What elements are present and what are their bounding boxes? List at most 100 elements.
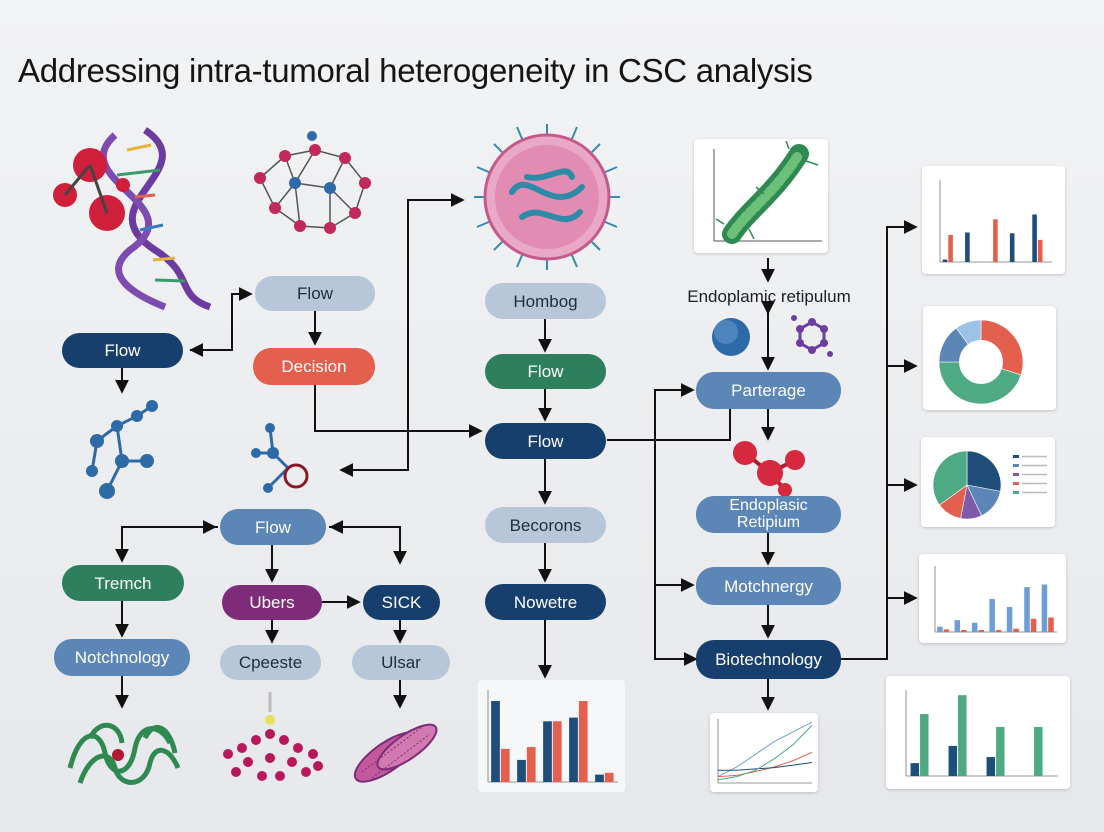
line-series <box>717 725 813 781</box>
molecule-small-illustration <box>251 423 309 493</box>
bar-mark <box>993 219 998 262</box>
dna-illustration <box>53 127 212 311</box>
node-endoplasic-line2: Retipium <box>736 514 801 531</box>
line-chart <box>717 719 813 784</box>
line-series <box>718 762 813 771</box>
bar-mark <box>517 759 526 782</box>
node-notchnology[interactable]: Notchnology <box>54 639 190 676</box>
bar-mark <box>578 701 588 782</box>
diagram-title: Addressing intra-tumoral heterogeneity i… <box>18 52 813 89</box>
node-becorons[interactable]: Becorons <box>485 507 606 543</box>
bar-mark <box>948 234 953 262</box>
bar-mark <box>954 620 961 632</box>
bar-mark <box>995 630 1002 632</box>
bar-mark <box>961 630 967 632</box>
beads-illustration <box>223 692 323 781</box>
bar-mark <box>1030 618 1037 632</box>
node-decision[interactable]: Decision <box>253 348 375 385</box>
line-series <box>717 721 813 778</box>
node-flow-top[interactable]: Flow <box>255 276 375 311</box>
line-series <box>717 751 813 778</box>
node-hombog[interactable]: Hombog <box>485 283 606 319</box>
molecule-left-illustration <box>86 400 158 499</box>
node-sick[interactable]: SICK <box>363 585 440 620</box>
connector-to-molecule <box>339 430 409 477</box>
bar-mark <box>942 259 948 262</box>
bar-mark <box>1013 628 1019 632</box>
node-endoplasic-retipium[interactable]: Endoplasic Retipium <box>696 496 841 533</box>
node-motchnergy[interactable]: Motchnergy <box>696 567 841 605</box>
node-ubers[interactable]: Ubers <box>222 585 322 620</box>
donut-chart-1 <box>938 319 1024 405</box>
connector-flowcenter-parterage <box>607 409 731 441</box>
bar-mark <box>943 629 950 632</box>
bar-mark <box>1034 726 1043 776</box>
pie-slice <box>966 450 1002 492</box>
bar-mark <box>996 726 1005 776</box>
bar-mark <box>978 630 985 632</box>
connector-flowtop-flowleft <box>189 330 233 357</box>
bar-chart-2 <box>934 566 1057 633</box>
pie-chart-2 <box>932 450 1047 520</box>
legend-swatch <box>1013 455 1019 458</box>
bar-mark <box>1006 606 1013 632</box>
bar-mark <box>965 232 970 262</box>
connector-bio-charts <box>841 220 918 660</box>
node-flow-left[interactable]: Flow <box>62 333 183 368</box>
bar-mark <box>971 622 978 632</box>
bar-mark <box>937 626 943 632</box>
bar-chart-1 <box>939 180 1052 263</box>
node-biotechnology[interactable]: Biotechnology <box>696 640 841 679</box>
molecule-network-illustration <box>254 131 371 234</box>
bar-mark <box>1048 617 1054 632</box>
node-flow-mid-left[interactable]: Flow <box>220 509 326 545</box>
bar-mark <box>948 745 958 776</box>
donut-hole <box>959 340 1003 384</box>
line-chart-card <box>710 713 818 792</box>
bacteria-illustration <box>713 140 822 244</box>
bar-mark <box>910 763 920 776</box>
bar-mark <box>986 757 996 776</box>
protein-illustration <box>67 723 181 785</box>
bar-mark <box>526 747 536 782</box>
connector-flowmid-branches <box>115 526 218 563</box>
legend-swatch <box>1013 473 1019 476</box>
bar-mark <box>989 599 995 632</box>
red-molecule-illustration <box>733 441 805 497</box>
connector-bus-left <box>654 389 698 666</box>
node-ulsar[interactable]: Ulsar <box>352 645 450 680</box>
bar-mark <box>569 717 578 782</box>
bar-mark <box>543 721 552 782</box>
virus-cell-illustration <box>474 124 620 270</box>
bar-mark <box>595 774 604 782</box>
bar-mark <box>552 721 562 782</box>
node-flow-green[interactable]: Flow <box>485 354 606 389</box>
label-endoplamic-retipulum: Endoplamic retipulum <box>687 287 851 306</box>
pie-slice <box>932 450 968 506</box>
legend-swatch <box>1013 491 1019 494</box>
node-endoplasic-line1: Endoplasic <box>729 497 808 514</box>
bar-mark <box>920 714 929 776</box>
bar-mark <box>1041 584 1048 632</box>
connector-flowmid-right <box>329 526 407 565</box>
connector-decision-flowcenter <box>314 385 483 438</box>
node-cpeeste[interactable]: Cpeeste <box>220 645 321 680</box>
bar-mark <box>1037 239 1043 262</box>
purple-molecule-illustration <box>791 315 833 357</box>
node-flow-center[interactable]: Flow <box>485 423 606 459</box>
bar-mark <box>1024 587 1030 632</box>
connector-to-virus <box>407 193 465 448</box>
bar-mark <box>491 701 500 782</box>
node-nowetre[interactable]: Nowetre <box>485 584 606 620</box>
legend-swatch <box>1013 464 1019 467</box>
bar-mark <box>1009 233 1015 262</box>
bar-chart-4 <box>487 690 618 783</box>
legend-swatch <box>1013 482 1019 485</box>
node-parterage[interactable]: Parterage <box>696 372 841 409</box>
bar-mark <box>604 772 614 782</box>
bar-mark <box>958 695 967 776</box>
bar-mark <box>1032 214 1037 262</box>
node-tremch[interactable]: Tremch <box>62 565 184 601</box>
